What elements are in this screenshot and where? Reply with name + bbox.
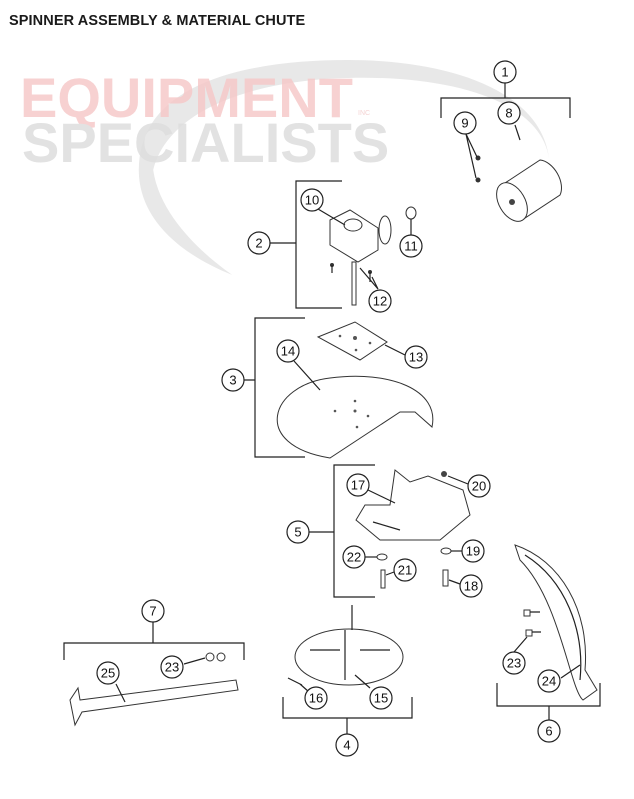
gearbox-part: [317, 208, 392, 306]
callout-7: 7: [141, 599, 165, 623]
svg-text:17: 17: [351, 478, 365, 493]
svg-text:23: 23: [165, 660, 179, 675]
svg-text:6: 6: [545, 724, 552, 739]
callout-3: 3: [221, 368, 245, 392]
motor-part: [496, 124, 562, 222]
svg-text:8: 8: [505, 106, 512, 121]
svg-text:24: 24: [542, 674, 556, 689]
callout-8: 8: [497, 101, 521, 125]
deflector-part: [513, 544, 598, 701]
svg-text:25: 25: [101, 666, 115, 681]
callout-22: 22: [342, 545, 366, 569]
svg-text:21: 21: [398, 563, 412, 578]
callout-20: 20: [467, 474, 491, 498]
callout-18: 18: [459, 574, 483, 598]
svg-text:23: 23: [507, 656, 521, 671]
svg-text:3: 3: [229, 373, 236, 388]
svg-text:1: 1: [501, 65, 508, 80]
svg-text:13: 13: [409, 350, 423, 365]
callout-23-deflector: 23: [502, 651, 526, 675]
svg-text:20: 20: [472, 479, 486, 494]
callout-2: 2: [247, 231, 271, 255]
callout-10: 10: [300, 188, 324, 212]
svg-text:18: 18: [464, 579, 478, 594]
callout-15: 15: [369, 686, 393, 710]
svg-text:14: 14: [281, 344, 295, 359]
callout-21: 21: [393, 558, 417, 582]
svg-text:11: 11: [404, 239, 418, 254]
svg-text:19: 19: [466, 544, 480, 559]
callout-9: 9: [453, 111, 477, 135]
watermark-suffix: INC: [358, 110, 370, 117]
callout-5: 5: [286, 520, 310, 544]
svg-text:22: 22: [347, 550, 361, 565]
callout-24: 24: [537, 669, 561, 693]
watermark-line2: SPECIALISTS: [22, 111, 389, 174]
screws-part: [465, 133, 481, 183]
svg-text:16: 16: [309, 691, 323, 706]
callout-13: 13: [404, 345, 428, 369]
svg-text:7: 7: [149, 604, 156, 619]
svg-text:15: 15: [374, 691, 388, 706]
svg-text:2: 2: [255, 236, 262, 251]
watermark-line1: EQUIPMENT: [20, 66, 353, 129]
callout-17: 17: [346, 473, 370, 497]
bracket-lines: [63, 83, 601, 734]
svg-text:12: 12: [373, 294, 387, 309]
cap-part: [405, 206, 417, 235]
watermark-text: EQUIPMENT INC SPECIALISTS: [20, 66, 389, 174]
spinner-part: [287, 605, 404, 693]
svg-text:9: 9: [461, 116, 468, 131]
svg-text:4: 4: [343, 738, 350, 753]
callout-12: 12: [368, 289, 392, 313]
callout-11: 11: [399, 234, 423, 258]
page-title: SPINNER ASSEMBLY & MATERIAL CHUTE: [9, 13, 306, 29]
svg-text:5: 5: [294, 525, 301, 540]
spinner-disc-part: [276, 360, 434, 459]
callout-14: 14: [276, 339, 300, 363]
chute-part: [355, 469, 471, 541]
callout-1: 1: [493, 60, 517, 84]
svg-text:10: 10: [305, 193, 319, 208]
hardware-part: [365, 547, 462, 589]
callout-23-arm: 23: [160, 655, 184, 679]
callout-16: 16: [304, 686, 328, 710]
chute-arm-part: [69, 652, 239, 727]
callout-4: 4: [335, 733, 359, 757]
callout-25: 25: [96, 661, 120, 685]
mount-plate-part: [316, 321, 406, 361]
callout-19: 19: [461, 539, 485, 563]
callout-6: 6: [537, 719, 561, 743]
